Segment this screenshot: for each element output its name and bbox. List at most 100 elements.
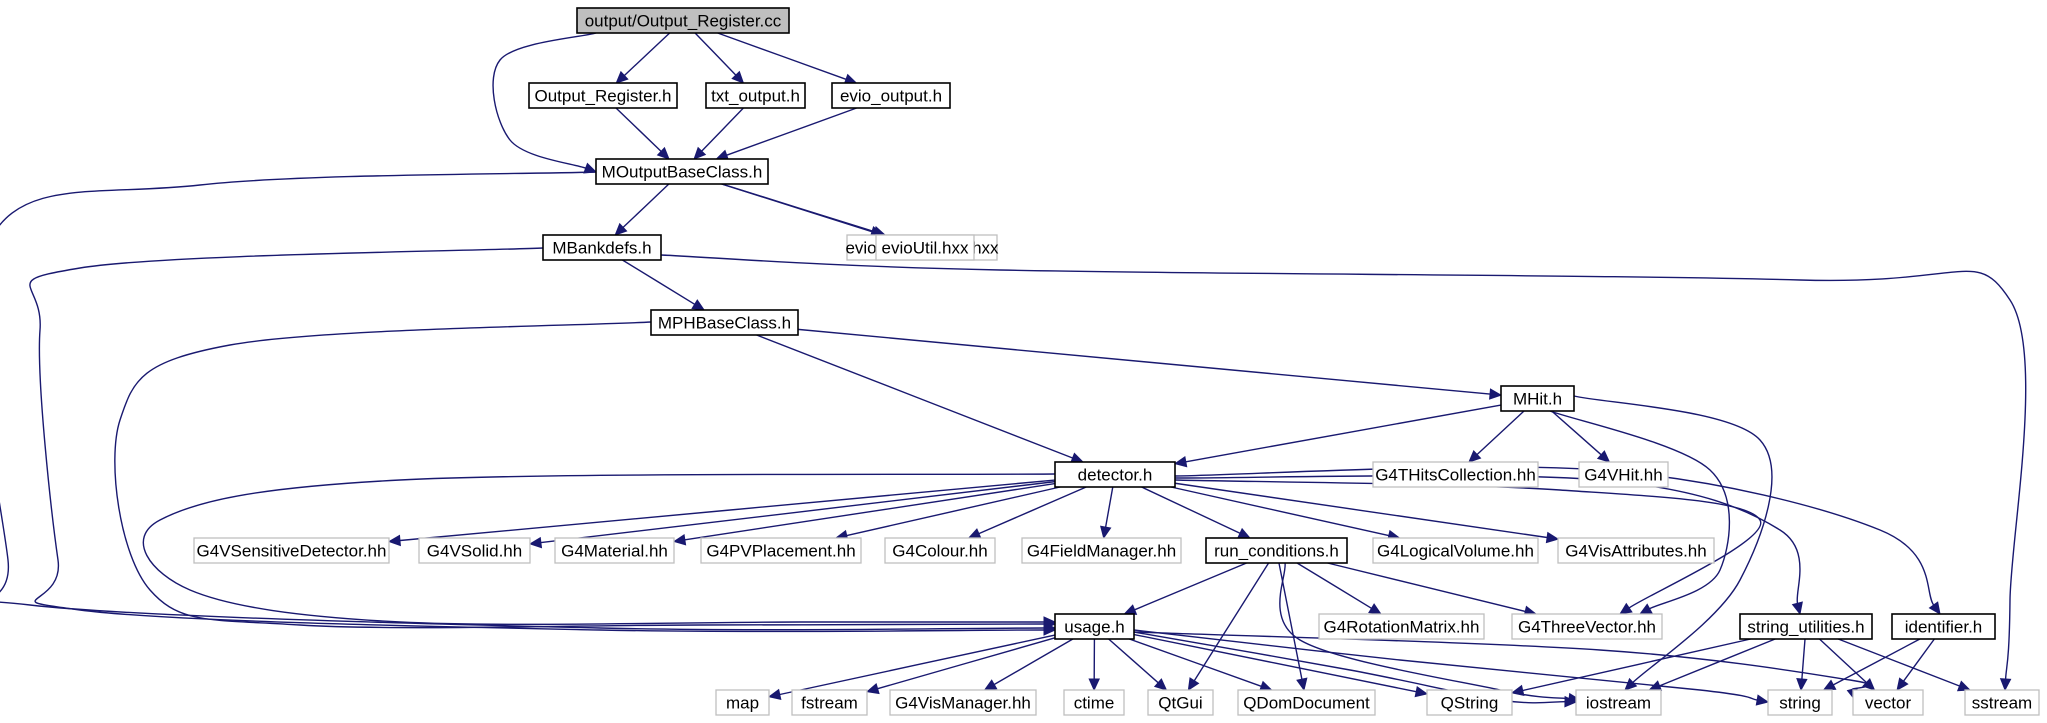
edge-line <box>622 183 670 228</box>
arrowhead <box>1088 678 1100 692</box>
node-box <box>715 689 770 716</box>
node-mph[interactable]: MPHBaseClass.h <box>650 309 799 336</box>
edge-line <box>1659 638 1776 687</box>
node-box <box>875 234 975 261</box>
edge-line <box>1133 631 1566 704</box>
node-txt[interactable]: txt_output.h <box>705 82 806 109</box>
edge-line <box>1141 486 1241 534</box>
edge-line <box>623 32 671 77</box>
node-label: QDomDocument <box>1243 694 1370 713</box>
edge-ident-to-vector <box>1896 638 1935 691</box>
edge-strutil-to-iostream <box>1648 638 1776 692</box>
arrowhead <box>1468 449 1482 463</box>
edge-mhit-to-det <box>1173 404 1502 468</box>
edge-line <box>399 479 1056 542</box>
edge-line <box>846 486 1061 537</box>
node-mhit[interactable]: MHit.h <box>1500 385 1575 412</box>
edge-det-to-g4tv <box>1174 479 1762 615</box>
node-g4vhit: G4VHit.hh <box>1578 461 1669 488</box>
edge-root-to-reg <box>615 32 671 84</box>
node-g4rm: G4RotationMatrix.hh <box>1318 613 1485 640</box>
node-label: txt_output.h <box>711 87 800 106</box>
arrowhead <box>1638 603 1653 615</box>
edge-line <box>1174 466 1935 606</box>
node-g4vs: G4VSolid.hh <box>418 537 531 564</box>
edge-line <box>1134 562 1247 611</box>
edge-det-to-g4fm <box>1100 486 1114 540</box>
arrowhead <box>1822 679 1837 691</box>
node-box <box>1372 537 1539 564</box>
edge-runc-to-usage <box>1123 562 1247 615</box>
edge-line <box>540 480 1056 544</box>
node-box <box>542 234 662 261</box>
node-box <box>1205 537 1348 564</box>
node-det[interactable]: detector.h <box>1054 461 1176 488</box>
edge-line <box>29 247 1045 633</box>
edge-line <box>1133 633 1417 693</box>
node-evio[interactable]: evio_output.h <box>831 82 951 109</box>
node-runc[interactable]: run_conditions.h <box>1205 537 1348 564</box>
node-vector: vector <box>1852 689 1924 716</box>
node-box <box>889 689 1037 716</box>
node-ident[interactable]: identifier.h <box>1891 613 1996 640</box>
node-mob[interactable]: MOutputBaseClass.h <box>595 158 769 185</box>
arrowhead <box>865 683 880 695</box>
node-label: identifier.h <box>1905 618 1983 637</box>
node-strutil[interactable]: string_utilities.h <box>1739 613 1873 640</box>
edge-line <box>684 482 1056 541</box>
edge-det-to-g4va <box>1174 482 1560 544</box>
edge-strutil-to-string <box>1796 638 1808 692</box>
edge-usage-to-string <box>1133 629 1770 706</box>
edges-layer <box>0 32 2027 708</box>
edge-line <box>1185 404 1502 463</box>
arrowhead <box>1414 685 1429 698</box>
edge-strutil-to-vector <box>1819 638 1876 691</box>
edge-mbank-to-sstream <box>660 254 2027 692</box>
node-label: G4LogicalVolume.hh <box>1377 542 1534 561</box>
node-label: Output_Register.h <box>534 87 671 106</box>
edge-line <box>694 32 737 76</box>
node-root[interactable]: output/Output_Register.cc <box>576 7 790 34</box>
node-label: vector <box>1865 694 1912 713</box>
edge-line <box>1551 410 1602 456</box>
node-label: evioUtil.hxx <box>882 239 969 258</box>
edge-runc-to-qtgui <box>1187 562 1270 692</box>
node-mbank[interactable]: MBankdefs.h <box>542 234 662 261</box>
edge-line <box>1108 638 1159 684</box>
arrowhead <box>672 534 687 546</box>
arrowhead <box>1153 678 1168 691</box>
node-g4pv: G4PVPlacement.hh <box>700 537 862 564</box>
arrowhead <box>1173 455 1188 468</box>
node-label: iostream <box>1586 694 1651 713</box>
node-box <box>884 537 996 564</box>
edge-runc-to-g4rm <box>1296 562 1382 615</box>
node-label: fstream <box>801 694 858 713</box>
node-box <box>528 82 678 109</box>
edge-mhit-to-g4thc <box>1468 410 1525 463</box>
arrowhead <box>1796 678 1808 692</box>
node-box <box>1063 689 1125 716</box>
arrowhead <box>1619 602 1633 615</box>
node-label: QtGui <box>1158 694 1202 713</box>
arrowhead <box>1624 677 1638 691</box>
edge-root-to-txt <box>694 32 745 84</box>
node-box <box>418 537 531 564</box>
arrowhead <box>1123 604 1138 615</box>
node-box <box>1578 461 1669 488</box>
node-g4va: G4VisAttributes.hh <box>1557 537 1715 564</box>
node-reg[interactable]: Output_Register.h <box>528 82 678 109</box>
node-label: G4RotationMatrix.hh <box>1324 618 1480 637</box>
edge-mob-to-mbank <box>614 183 670 236</box>
arrowhead <box>691 299 706 311</box>
nodes-layer: output/Output_Register.ccOutput_Register… <box>193 7 2040 716</box>
edge-usage-to-ctime <box>1088 638 1100 692</box>
edge-line <box>717 32 847 80</box>
node-usage[interactable]: usage.h <box>1054 613 1135 640</box>
node-label: usage.h <box>1064 618 1125 637</box>
edge-root-to-evio <box>717 32 858 85</box>
node-g4thc: G4THitsCollection.hh <box>1372 461 1539 488</box>
edge-det-to-g4col <box>967 486 1087 539</box>
edge-line <box>1296 562 1372 609</box>
edge-usage-to-fstream <box>865 637 1056 695</box>
